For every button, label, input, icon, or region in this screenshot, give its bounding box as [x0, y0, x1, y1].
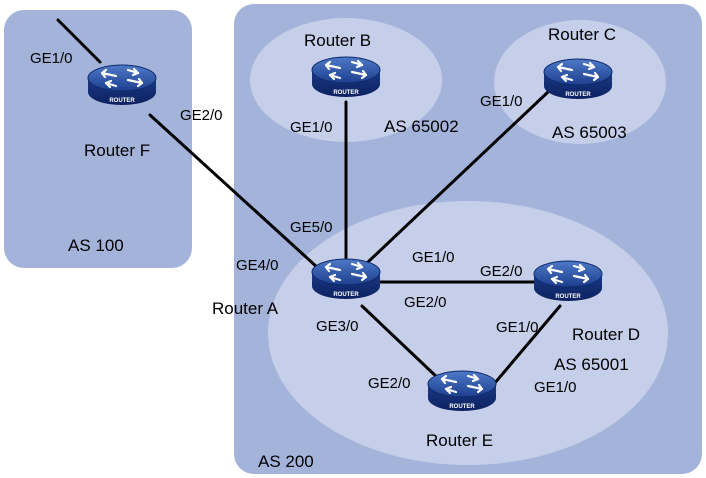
router-c-icon: ROUTER	[542, 57, 614, 101]
router-f-label: Router F	[84, 141, 150, 160]
link-d-e	[492, 304, 562, 386]
as100-area	[4, 10, 192, 268]
router-e-label: Router E	[426, 431, 493, 450]
if-f-to-a: GE2/0	[180, 107, 223, 124]
as65002-label: AS 65002	[384, 117, 459, 136]
if-e-to-d: GE1/0	[534, 379, 577, 396]
svg-text:ROUTER: ROUTER	[565, 92, 591, 98]
link-a-c	[366, 90, 550, 264]
as65001-label: AS 65001	[554, 355, 629, 374]
link-f-external	[56, 18, 102, 64]
if-f-up: GE1/0	[30, 50, 73, 67]
if-a-to-e: GE3/0	[316, 318, 359, 335]
svg-text:ROUTER: ROUTER	[449, 404, 475, 410]
router-b-icon: ROUTER	[310, 55, 382, 99]
if-a-to-d: GE2/0	[404, 294, 447, 311]
svg-text:ROUTER: ROUTER	[333, 292, 359, 298]
as200-label: AS 200	[258, 452, 314, 471]
if-b-down: GE1/0	[290, 119, 333, 136]
svg-text:ROUTER: ROUTER	[555, 294, 581, 300]
router-a-label: Router A	[212, 299, 279, 318]
router-a-icon: ROUTER	[310, 257, 382, 301]
router-e-icon: ROUTER	[426, 369, 498, 413]
if-e-to-a: GE2/0	[368, 375, 411, 392]
link-a-e	[360, 304, 442, 382]
as65003-label: AS 65003	[552, 123, 627, 142]
if-c-down: GE1/0	[480, 93, 523, 110]
router-b-label: Router B	[304, 31, 371, 50]
if-a-to-c: GE1/0	[412, 249, 455, 266]
router-c-label: Router C	[548, 25, 616, 44]
svg-text:ROUTER: ROUTER	[109, 98, 135, 104]
if-d-to-e: GE1/0	[496, 319, 539, 336]
if-d-to-a: GE2/0	[480, 263, 523, 280]
router-d-icon: ROUTER	[532, 259, 604, 303]
router-d-label: Router D	[572, 325, 640, 344]
link-a-f	[148, 113, 320, 270]
router-f-icon: ROUTER	[86, 63, 158, 107]
if-a-to-f: GE4/0	[236, 257, 279, 274]
as100-label: AS 100	[68, 236, 124, 255]
if-a-to-b: GE5/0	[290, 219, 333, 236]
svg-text:ROUTER: ROUTER	[333, 90, 359, 96]
